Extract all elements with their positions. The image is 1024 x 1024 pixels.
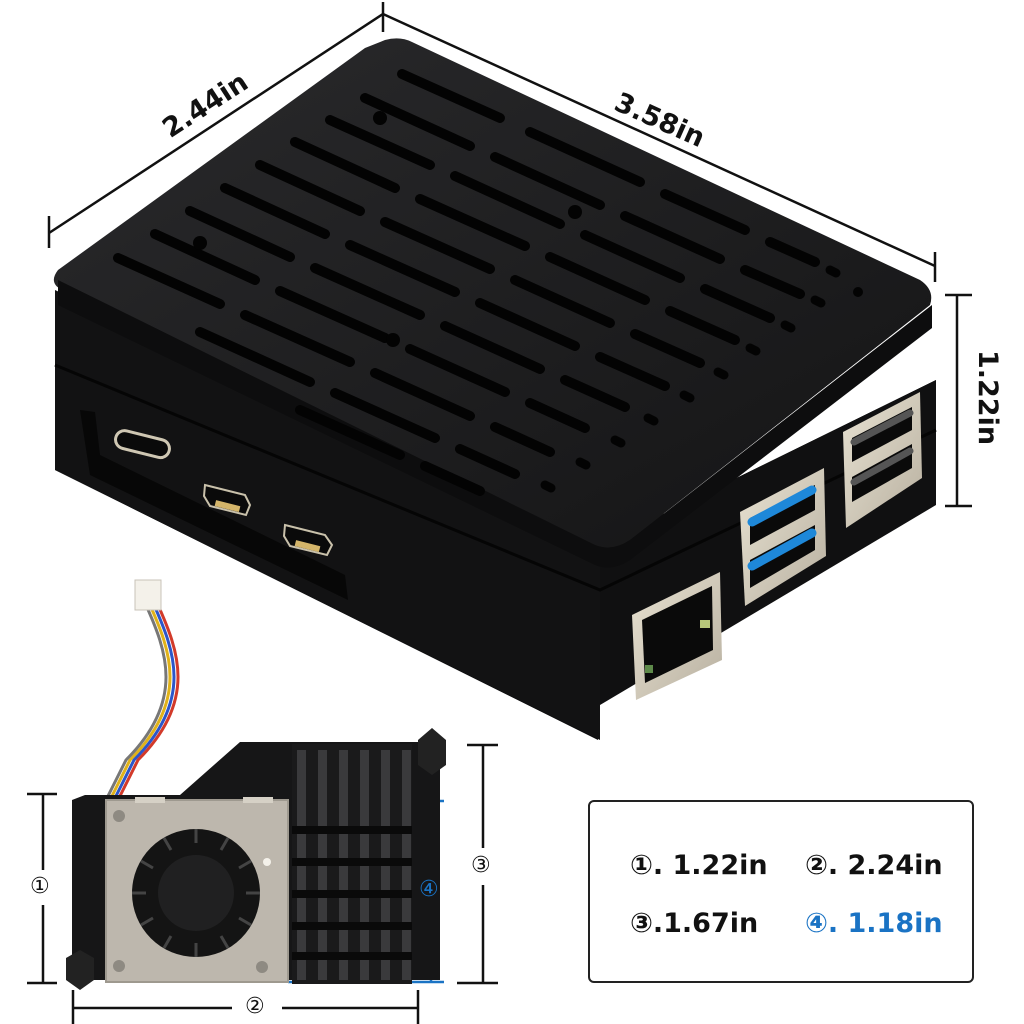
marker-1: ① <box>30 874 50 899</box>
marker-3: ③ <box>471 853 491 878</box>
fan-rotor <box>132 829 260 957</box>
usb3-port <box>740 468 826 606</box>
fan-cable <box>104 604 180 801</box>
standoff-bottom <box>66 950 94 990</box>
standoff-top <box>418 728 446 775</box>
case-illustration <box>47 2 972 740</box>
side-port-panel <box>80 410 348 600</box>
micro-hdmi-port-2 <box>282 523 334 557</box>
legend-item-2: ②. 2.24in <box>805 850 943 881</box>
usb-c-port <box>114 429 171 460</box>
legend-item-3: ③.1.67in <box>630 908 759 939</box>
marker-4: ④ <box>419 877 439 902</box>
vent-slots <box>113 69 841 496</box>
dimension-lines <box>47 2 972 508</box>
legend-item-1: ①. 1.22in <box>630 850 768 881</box>
fan-connector <box>134 579 162 611</box>
marker-2: ② <box>245 994 265 1019</box>
dimension-legend: ①. 1.22in ②. 2.24in ③.1.67in ④. 1.18in <box>588 800 974 983</box>
micro-hdmi-port-1 <box>202 483 252 517</box>
ethernet-port <box>632 572 722 700</box>
legend-item-4: ④. 1.18in <box>805 908 943 939</box>
usb2-port <box>843 392 922 528</box>
heatsink <box>292 744 412 984</box>
lid-holes <box>193 111 863 347</box>
